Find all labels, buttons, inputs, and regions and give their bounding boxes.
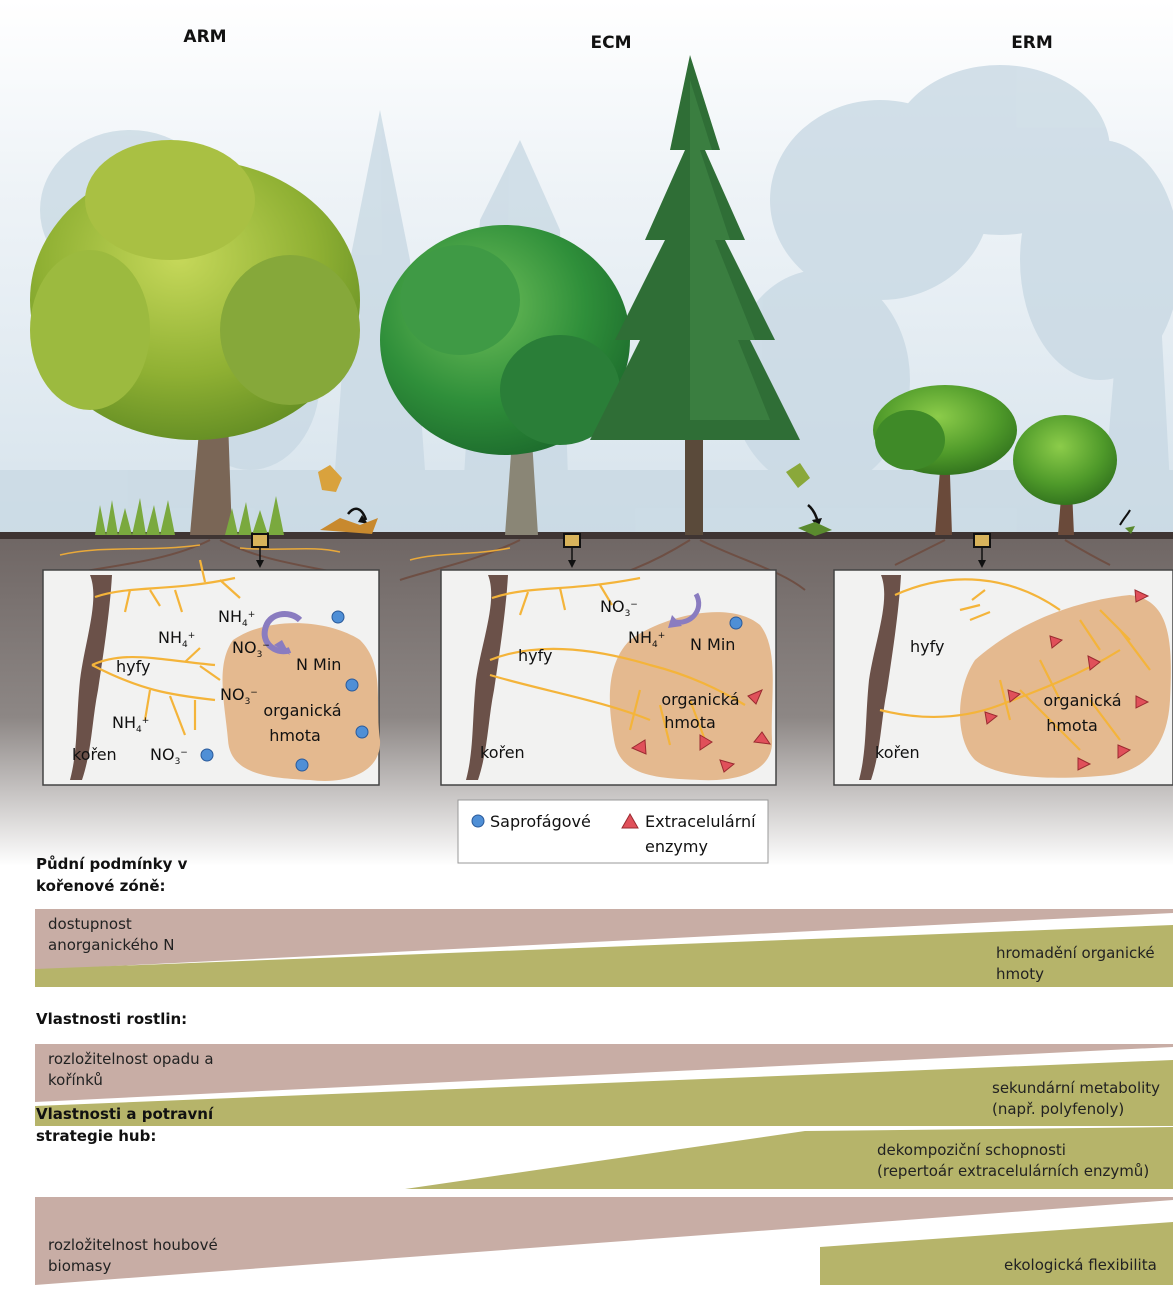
label-litter-decomp: rozložitelnost opadu a kořínků (48, 1049, 214, 1091)
label-secondary-met: sekundární metabolity (např. polyfenoly) (992, 1078, 1160, 1120)
column-title-ecm: ECM (590, 33, 631, 53)
section-plant-properties: Vlastnosti rostlin: (36, 1008, 187, 1030)
label-eco-flex: ekologická flexibilita (1004, 1255, 1157, 1276)
column-title-erm: ERM (1011, 33, 1053, 53)
panel-erm: hyfy kořen organická hmota (834, 570, 1173, 785)
legend-enzymes-line-2: enzymy (645, 837, 708, 856)
panel-ecm: NO3− NH4+ N Min hyfy kořen organická hmo… (441, 570, 776, 785)
organic-line-1: organická (661, 690, 739, 709)
n-min-label: N Min (690, 635, 735, 654)
hyphae-label: hyfy (910, 637, 944, 656)
legend-enzymes-line-1: Extracelulární (645, 812, 756, 831)
legend-saprotrophs: Saprofágové (490, 812, 591, 831)
organic-line-1: organická (263, 701, 341, 720)
label-fungal-biomass: rozložitelnost houbové biomasy (48, 1235, 218, 1277)
root-label: kořen (72, 745, 117, 764)
ground-line (0, 532, 1173, 539)
hyphae-label: hyfy (518, 646, 552, 665)
n-min-label: N Min (296, 655, 341, 674)
section-soil-conditions: Půdní podmínky v kořenové zóně: (36, 853, 187, 897)
saprotroph-legend-icon (472, 815, 484, 827)
label-decomp-ability: dekompoziční schopnosti (repertoár extra… (877, 1140, 1149, 1182)
legend: Saprofágové Extracelulární enzymy (458, 800, 768, 863)
root-label: kořen (875, 743, 920, 762)
organic-line-1: organická (1043, 691, 1121, 710)
organic-line-2: hmota (664, 713, 716, 732)
organic-line-2: hmota (269, 726, 321, 745)
label-organic-accum: hromadění organické hmoty (996, 943, 1155, 985)
label-inorganic-n: dostupnost anorganického N (48, 914, 174, 956)
hyphae-label: hyfy (116, 657, 150, 676)
column-title-arm: ARM (183, 27, 226, 47)
section-fungal-properties: Vlastnosti a potravní strategie hub: (36, 1103, 213, 1147)
panel-arm: NH4+ NH4+ NO3− NO3− NH4+ NO3− N Min hyfy… (43, 560, 380, 785)
organic-line-2: hmota (1046, 716, 1098, 735)
root-label: kořen (480, 743, 525, 762)
